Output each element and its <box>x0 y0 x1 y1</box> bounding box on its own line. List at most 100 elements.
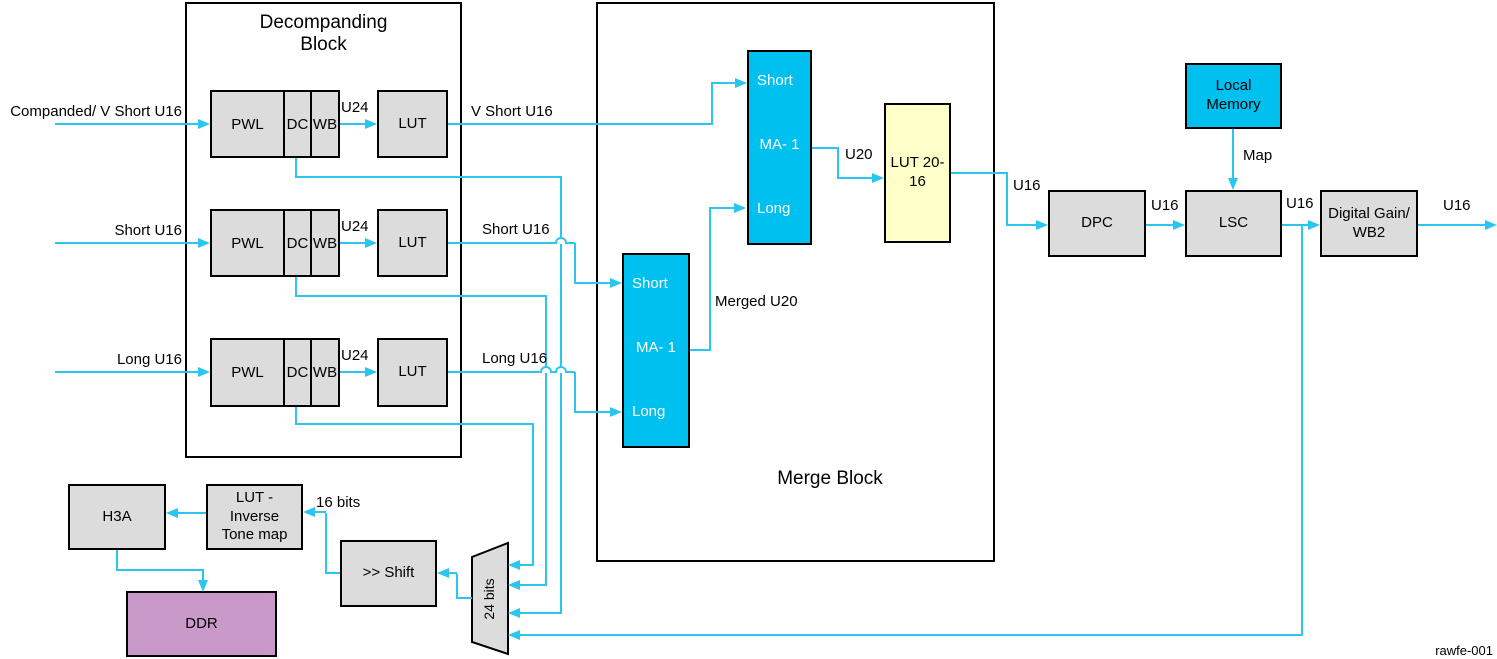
label-out-short: Short U16 <box>482 221 550 238</box>
mux-24bits-shape <box>471 541 509 656</box>
wire-16bits <box>315 511 326 513</box>
wire-lsc-dg <box>1282 224 1308 226</box>
local-memory-block: Local Memory <box>1185 63 1282 129</box>
label-u16-b: U16 <box>1151 197 1179 214</box>
arrowhead-right <box>734 203 746 213</box>
digital-gain-wb2-block: Digital Gain/ WB2 <box>1320 190 1418 257</box>
wire-u20 <box>812 147 839 149</box>
label-u16-c: U16 <box>1286 195 1314 212</box>
wire-merged-u20 <box>690 349 711 351</box>
ma1-short-port: Short <box>757 72 793 89</box>
pwl-block: PWL <box>231 234 264 252</box>
arrowhead-down <box>198 580 208 592</box>
wire-tap-row2 <box>295 295 547 297</box>
wire-tap-row1 <box>520 612 561 614</box>
wire-input-vshort <box>55 123 198 125</box>
arrowhead-right <box>610 278 622 288</box>
wire-short-out <box>574 282 610 284</box>
wire-long-out <box>448 371 575 373</box>
wire-short-out <box>448 242 575 244</box>
lsc-block: LSC <box>1185 190 1282 257</box>
wb-block: WB <box>312 234 338 252</box>
wire-u16-to-dpc <box>951 172 1008 174</box>
ma1-label: MA- 1 <box>635 339 676 356</box>
h3a-block: H3A <box>68 484 166 550</box>
dc-block: DC <box>283 211 312 275</box>
arrowhead-right <box>872 173 884 183</box>
wire-tap-row1 <box>295 158 297 178</box>
wire-hop <box>540 366 552 373</box>
wire-mux-shift <box>449 572 457 574</box>
wire-map <box>1232 129 1234 178</box>
ma1-block-bottom: Short MA- 1 Long <box>622 253 690 448</box>
wire-tap-row3 <box>520 564 533 566</box>
label-out-vshort: V Short U16 <box>471 103 553 120</box>
arrowhead-right <box>1308 220 1320 230</box>
wire-tap-row2 <box>545 296 547 586</box>
wire-vshort-out <box>711 82 735 84</box>
lut-inverse-tone-map-block: LUT - Inverse Tone map <box>206 484 303 550</box>
wire-u16-feedback <box>520 634 1302 636</box>
arrowhead-right <box>1036 220 1048 230</box>
wire-h3a-ddr <box>116 550 118 571</box>
arrowhead-left <box>508 630 520 640</box>
wire-vshort-out <box>448 123 713 125</box>
label-u24-row3: U24 <box>341 347 369 364</box>
wire-itm-h3a <box>178 512 206 514</box>
wire-input-short <box>55 242 198 244</box>
label-u16-d: U16 <box>1443 197 1471 214</box>
shift-block: >> Shift <box>340 540 437 607</box>
wire-mux-shift <box>457 597 472 599</box>
wire-tap-row1 <box>560 177 562 614</box>
wire-u16-to-dpc <box>1006 224 1036 226</box>
wire-merged-u20 <box>709 208 711 351</box>
label-out-long: Long U16 <box>482 350 548 367</box>
decompanding-block-frame <box>185 2 462 458</box>
pwl-block: PWL <box>231 115 264 133</box>
mux-24bits-label: 24 bits <box>481 578 497 620</box>
pwl-dc-wb-block-row2: PWL DC WB <box>210 209 340 277</box>
wire-tap-row2 <box>295 277 297 297</box>
wire-h3a-ddr <box>116 569 204 571</box>
wire-mux-shift <box>456 574 458 599</box>
arrowhead-right <box>735 78 747 88</box>
arrowhead-left <box>508 608 520 618</box>
arrowhead-left <box>437 568 449 578</box>
label-merged-u20: Merged U20 <box>715 293 798 310</box>
label-input-vshort: Companded/ V Short U16 <box>10 103 182 120</box>
arrowhead-down <box>1228 178 1238 190</box>
arrowhead-left <box>508 580 520 590</box>
ma1-label: MA- 1 <box>759 136 800 153</box>
wire-tap-row2 <box>520 584 546 586</box>
wire-16bits <box>325 513 327 574</box>
wire-u16-to-dpc <box>1006 173 1008 226</box>
label-input-long: Long U16 <box>116 351 182 368</box>
arrowhead-left <box>303 507 315 517</box>
label-u24-row1: U24 <box>341 99 369 116</box>
wire-long-out <box>574 372 576 413</box>
wire-long-out <box>574 411 610 413</box>
arrowhead-right <box>365 367 377 377</box>
wire-h3a-ddr <box>202 569 204 580</box>
ma1-block-top: Short MA- 1 Long <box>747 50 812 245</box>
wire-tap-row1 <box>295 176 562 178</box>
ddr-block: DDR <box>126 591 277 657</box>
lut-block-row1: LUT <box>377 90 448 158</box>
arrowhead-right <box>198 119 210 129</box>
ma1-short-port: Short <box>632 275 668 292</box>
wire-tap-row3 <box>532 424 534 566</box>
ma1-long-port: Long <box>757 200 791 217</box>
dpc-block: DPC <box>1048 190 1146 257</box>
wire-dpc-lsc <box>1146 224 1173 226</box>
lut-block-row3: LUT <box>377 338 448 407</box>
label-16bits: 16 bits <box>316 494 361 511</box>
arrowhead-right <box>610 407 622 417</box>
arrowhead-left <box>508 560 520 570</box>
arrowhead-right <box>198 367 210 377</box>
merge-block-title: Merge Block <box>777 468 883 489</box>
arrowhead-right <box>1173 220 1185 230</box>
wire-input-long <box>55 371 198 373</box>
wire-u24-row1 <box>340 123 365 125</box>
wire-u24-row2 <box>340 242 365 244</box>
